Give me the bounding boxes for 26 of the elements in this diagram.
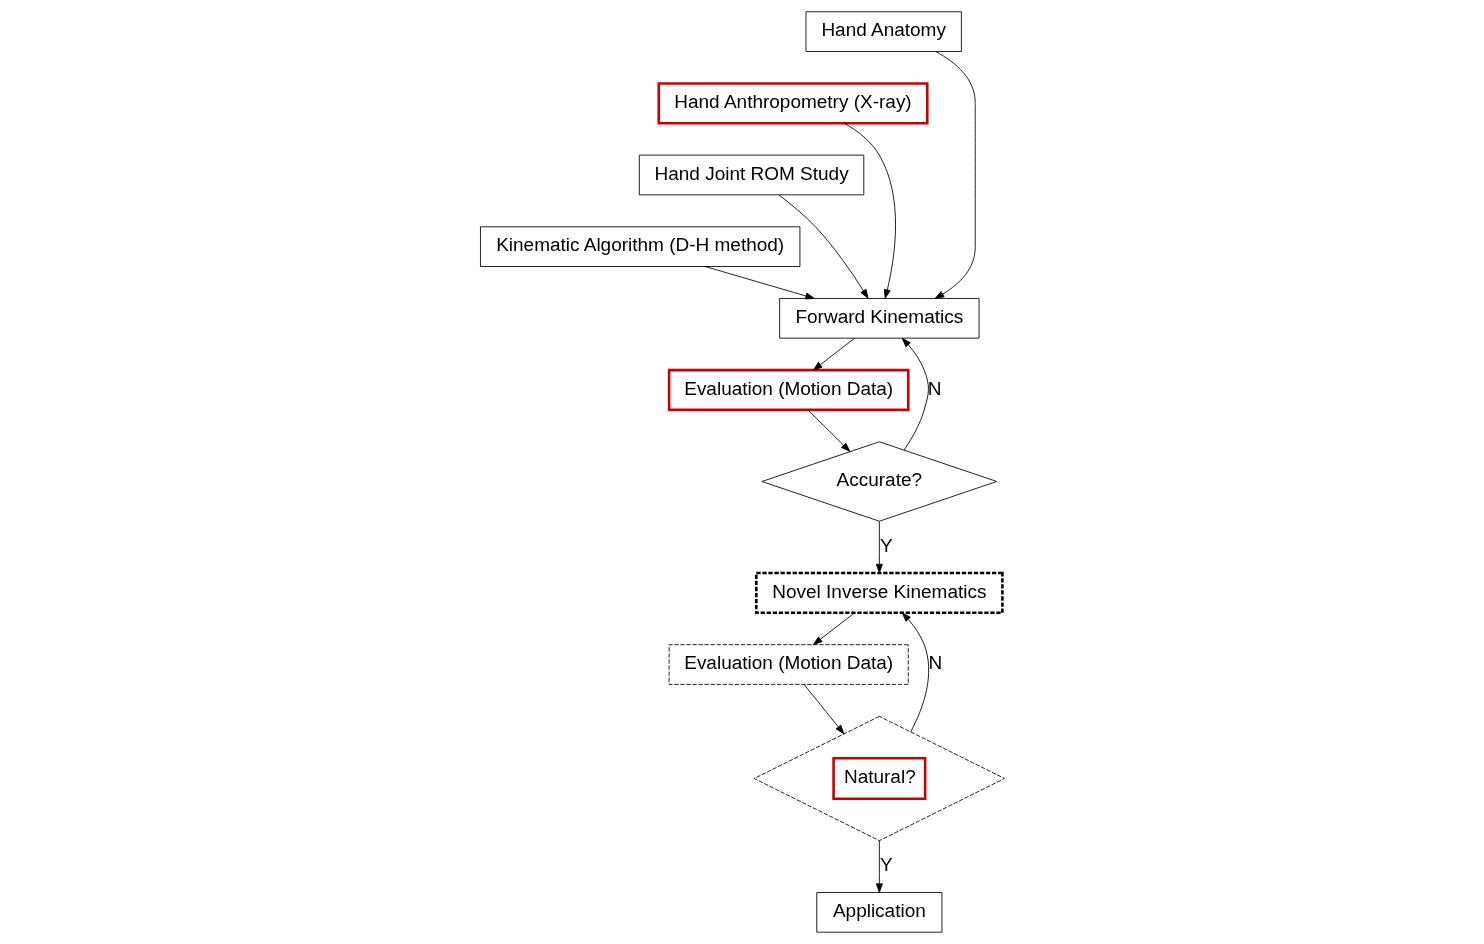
arrow [843,122,896,299]
edge-label: Y [879,534,893,556]
arrow [807,409,850,452]
edge-label: Y [879,854,893,876]
edge-label: N [927,377,941,399]
node-box: Forward Kinematics [778,298,979,339]
edge-label: N [928,652,942,674]
arrow [704,266,815,300]
arrow [875,840,883,893]
node-box: Evaluation (Motion Data) [668,644,909,685]
node-box: Hand Anatomy [805,11,962,52]
node-box: Hand Anthropometry (X-ray) [656,82,929,125]
arrow [812,612,855,645]
node-box: Kinematic Algorithm (D-H method) [479,226,800,267]
arrow [901,337,929,451]
arrow [812,337,855,371]
node-box: Hand Joint ROM Study [638,154,864,196]
node-box: Evaluation (Motion Data) [667,368,910,412]
arrow [803,684,844,735]
node-diamond: Natural? [753,715,1005,842]
arrow [777,194,868,299]
arrow [875,520,883,574]
arrow [901,612,929,733]
arrow [934,51,976,299]
node-box: Novel Inverse Kinematics [754,571,1004,615]
node-box: Application [815,892,942,933]
